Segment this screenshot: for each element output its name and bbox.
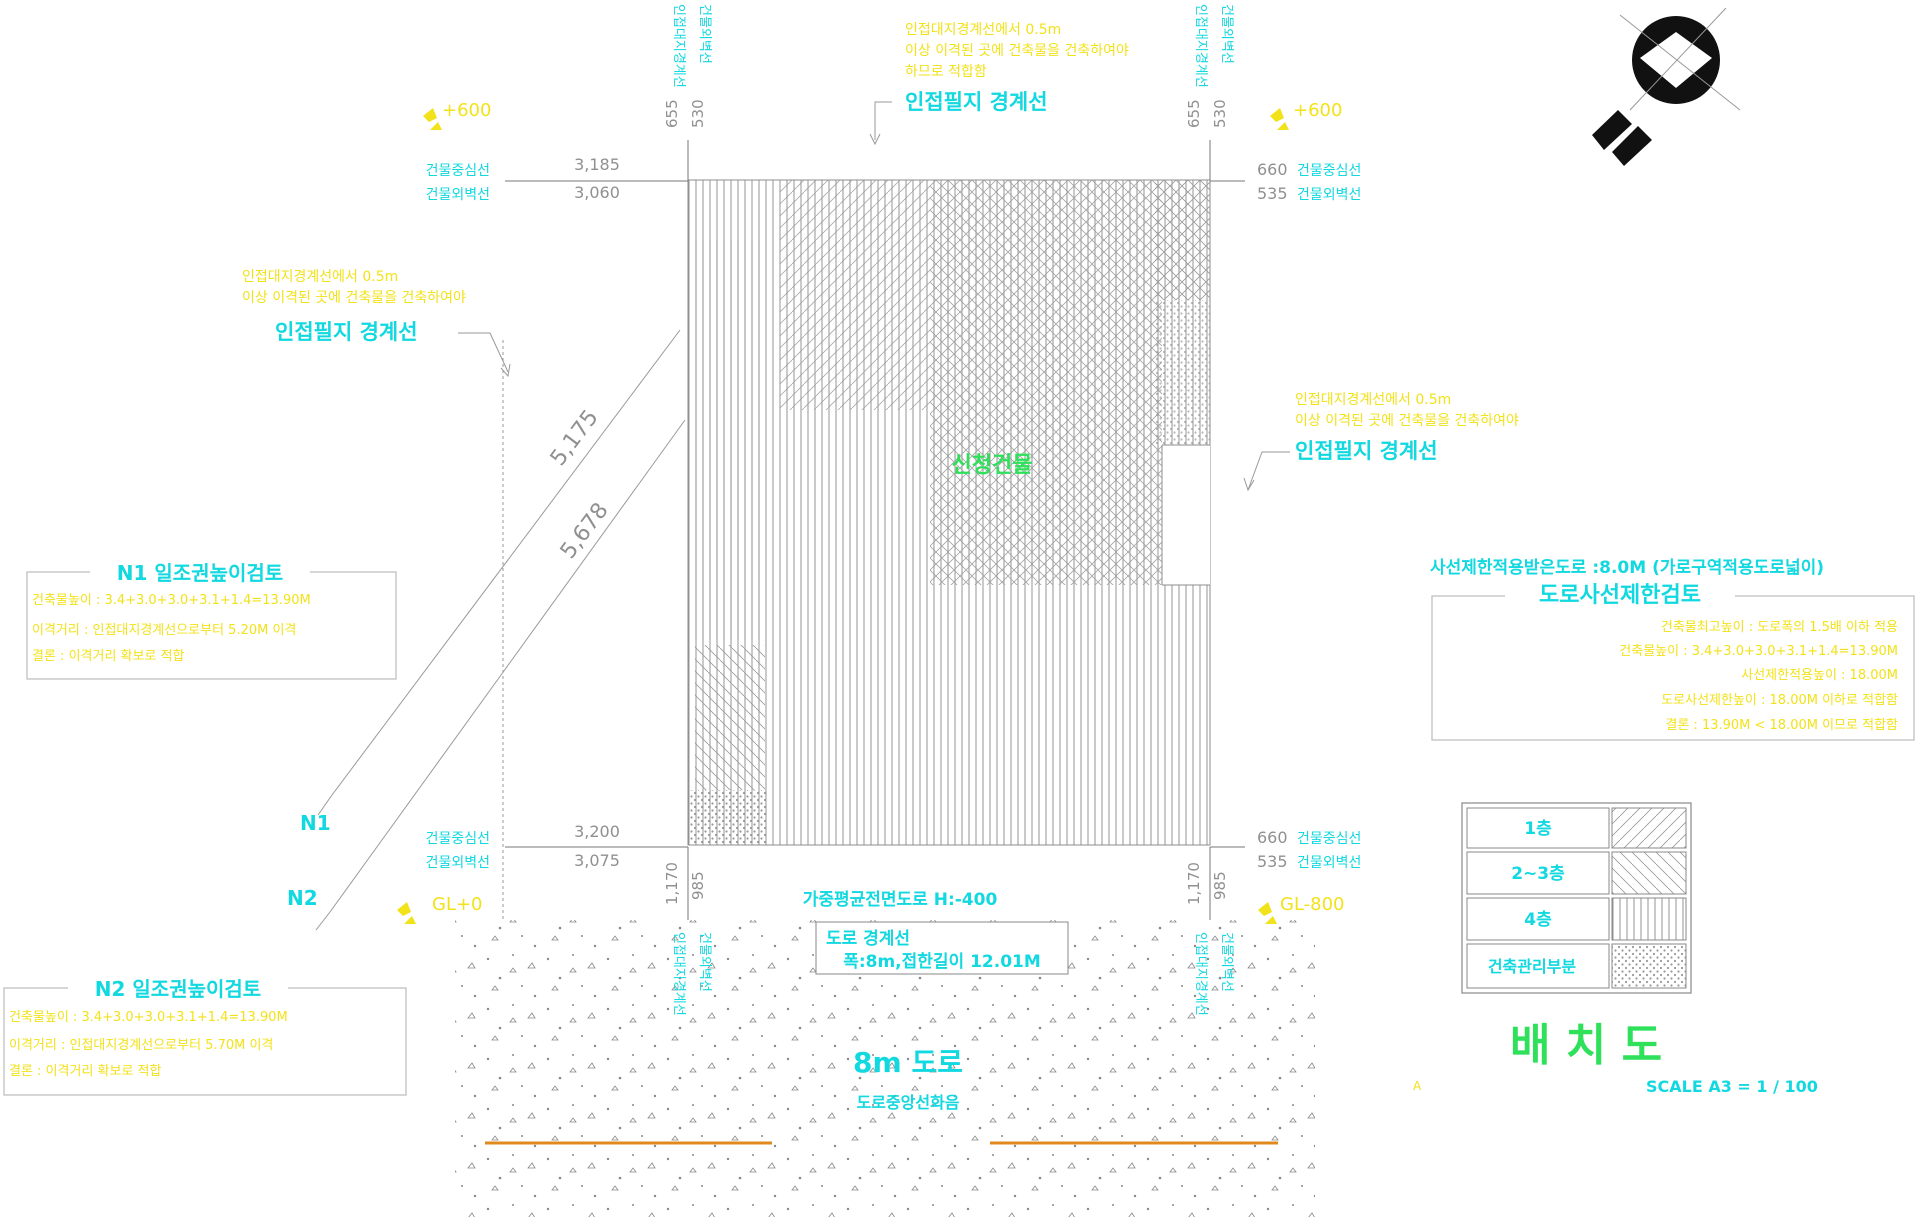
road-review-line-4: 도로사선제한높이 : 18.00M 이하로 적합함 <box>1661 693 1898 708</box>
road-boundary-label: 도로 경계선 <box>826 929 910 949</box>
dim-vert-top-left-2: 530 <box>689 99 707 128</box>
dim-vert-top-left-1: 655 <box>663 99 681 128</box>
vlabel-bottom-right-2: 건물외벽선 <box>1219 932 1234 992</box>
dim-vert-bottom-right-2: 985 <box>1211 871 1229 900</box>
road-center-label: 도로중앙선화음 <box>856 1093 959 1112</box>
right-boundary-note-1: 인접대지경계선에서 0.5m <box>1295 392 1451 408</box>
plan-scale: SCALE A3 = 1 / 100 <box>1646 1077 1818 1096</box>
plan-title: 배 치 도 <box>1510 1020 1662 1071</box>
wall-outer-label-bottom-left: 건물외벽선 <box>426 855 490 871</box>
road-review-line-3: 사선제한적용높이 : 18.00M <box>1741 668 1898 683</box>
dim-top-left-1: 3,185 <box>574 155 620 174</box>
dim-top-right-1: 660 <box>1257 160 1288 179</box>
n2-review-title: N2 일조권높이검토 <box>95 977 261 1001</box>
left-boundary-note-1: 인접대지경계선에서 0.5m <box>242 269 398 285</box>
road-label: 8m 도로 <box>853 1046 963 1079</box>
vlabel-bottom-left-1: 인접대지경계선 <box>671 932 686 1016</box>
building-footprint <box>687 179 1211 846</box>
wall-outer-label-bottom-right: 건물외벽선 <box>1297 855 1361 871</box>
right-boundary-label: 인접필지 경계선 <box>1295 439 1438 463</box>
level-top-left: +600 <box>442 100 491 121</box>
right-boundary-note-2: 이상 이격된 곳에 건축물을 건축하여야 <box>1295 413 1519 429</box>
road-review-title: 도로사선제한검토 <box>1539 583 1701 608</box>
dim-top-left-2: 3,060 <box>574 183 620 202</box>
n1-review-line-3: 결론 : 이격거리 확보로 적합 <box>32 649 185 664</box>
dim-vert-top-right-2: 530 <box>1211 99 1229 128</box>
legend-label-2: 2~3층 <box>1511 864 1565 884</box>
vlabel-bottom-left-2: 건물외벽선 <box>697 932 712 992</box>
legend-label-4: 건축관리부분 <box>1488 957 1577 976</box>
top-boundary-note-1: 인접대지경계선에서 0.5m <box>905 22 1061 38</box>
top-boundary-note-2: 이상 이격된 곳에 건축물을 건축하여야 <box>905 43 1129 59</box>
top-boundary-label: 인접필지 경계선 <box>905 90 1048 114</box>
wall-center-label-bottom-right: 건물중심선 <box>1297 831 1361 847</box>
legend-table <box>1461 802 1692 994</box>
section-line-n1: N1 <box>300 811 331 835</box>
n1-review-line-1: 건축물높이 : 3.4+3.0+3.0+3.1+1.4=13.90M <box>32 593 311 608</box>
leader-arrows <box>458 101 1290 492</box>
left-boundary-label: 인접필지 경계선 <box>275 320 418 344</box>
dimension-lines <box>315 140 1245 931</box>
dim-vert-bottom-left-2: 985 <box>689 871 707 900</box>
left-boundary-note-2: 이상 이격된 곳에 건축물을 건축하여야 <box>242 290 466 306</box>
dim-diagonal-1: 5,175 <box>546 405 604 470</box>
dim-top-right-2: 535 <box>1257 184 1288 203</box>
dim-vert-top-right-1: 655 <box>1185 99 1203 128</box>
building-label: 신청건물 <box>952 453 1033 478</box>
dim-bottom-left-2: 3,075 <box>574 851 620 870</box>
wall-outer-label-top-left: 건물외벽선 <box>426 187 490 203</box>
vlabel-top-left-1: 인접대지경계선 <box>671 4 686 88</box>
north-arrow-icon <box>1592 7 1741 166</box>
level-top-right: +600 <box>1293 100 1342 121</box>
dim-bottom-right-1: 660 <box>1257 828 1288 847</box>
vlabel-bottom-right-1: 인접대지경계선 <box>1193 932 1208 1016</box>
road-review-header: 사선제한적용받은도로 :8.0M (가로구역적용도로넓이) <box>1430 558 1824 578</box>
n1-review-line-2: 이격거리 : 인접대지경계선으로부터 5.20M 이격 <box>32 623 296 638</box>
wall-center-label-top-right: 건물중심선 <box>1297 163 1361 179</box>
level-bottom-right: GL-800 <box>1280 894 1345 915</box>
dim-vert-bottom-right-1: 1,170 <box>1185 862 1203 905</box>
dim-vert-bottom-left-1: 1,170 <box>663 862 681 905</box>
vlabel-top-left-2: 건물외벽선 <box>697 4 712 64</box>
n1-review-title: N1 일조권높이검토 <box>117 561 283 585</box>
legend-label-1: 1층 <box>1524 819 1552 839</box>
vlabel-top-right-2: 건물외벽선 <box>1219 4 1234 64</box>
road-review-line-2: 건축물높이 : 3.4+3.0+3.0+3.1+1.4=13.90M <box>1619 644 1898 659</box>
wall-center-label-bottom-left: 건물중심선 <box>426 831 490 847</box>
dim-bottom-left-1: 3,200 <box>574 822 620 841</box>
n2-review-line-3: 결론 : 이격거리 확보로 적합 <box>9 1064 162 1079</box>
legend-label-3: 4층 <box>1524 910 1552 930</box>
n2-review-line-2: 이격거리 : 인접대지경계선으로부터 5.70M 이격 <box>9 1038 273 1053</box>
road-review-line-5: 결론 : 13.90M < 18.00M 이므로 적합함 <box>1665 718 1898 733</box>
road-review-line-1: 건축물최고높이 : 도로폭의 1.5배 이하 적용 <box>1661 620 1898 635</box>
vlabel-top-right-1: 인접대지경계선 <box>1193 4 1208 88</box>
small-mark: A <box>1413 1079 1422 1093</box>
level-bottom-left: GL+0 <box>432 894 483 915</box>
wall-center-label-top-left: 건물중심선 <box>426 163 490 179</box>
section-line-n2: N2 <box>287 886 318 910</box>
wall-outer-label-top-right: 건물외벽선 <box>1297 187 1361 203</box>
top-boundary-note-3: 하므로 적합함 <box>905 64 987 80</box>
dim-bottom-right-2: 535 <box>1257 852 1288 871</box>
road-level-note: 가중평균전면도로 H:-400 <box>803 890 998 910</box>
road-note-box <box>815 921 1069 975</box>
road-width-note: 폭:8m,접한길이 12.01M <box>843 952 1041 972</box>
n2-review-line-1: 건축물높이 : 3.4+3.0+3.0+3.1+1.4=13.90M <box>9 1010 288 1025</box>
level-marker-icon <box>397 108 1289 924</box>
